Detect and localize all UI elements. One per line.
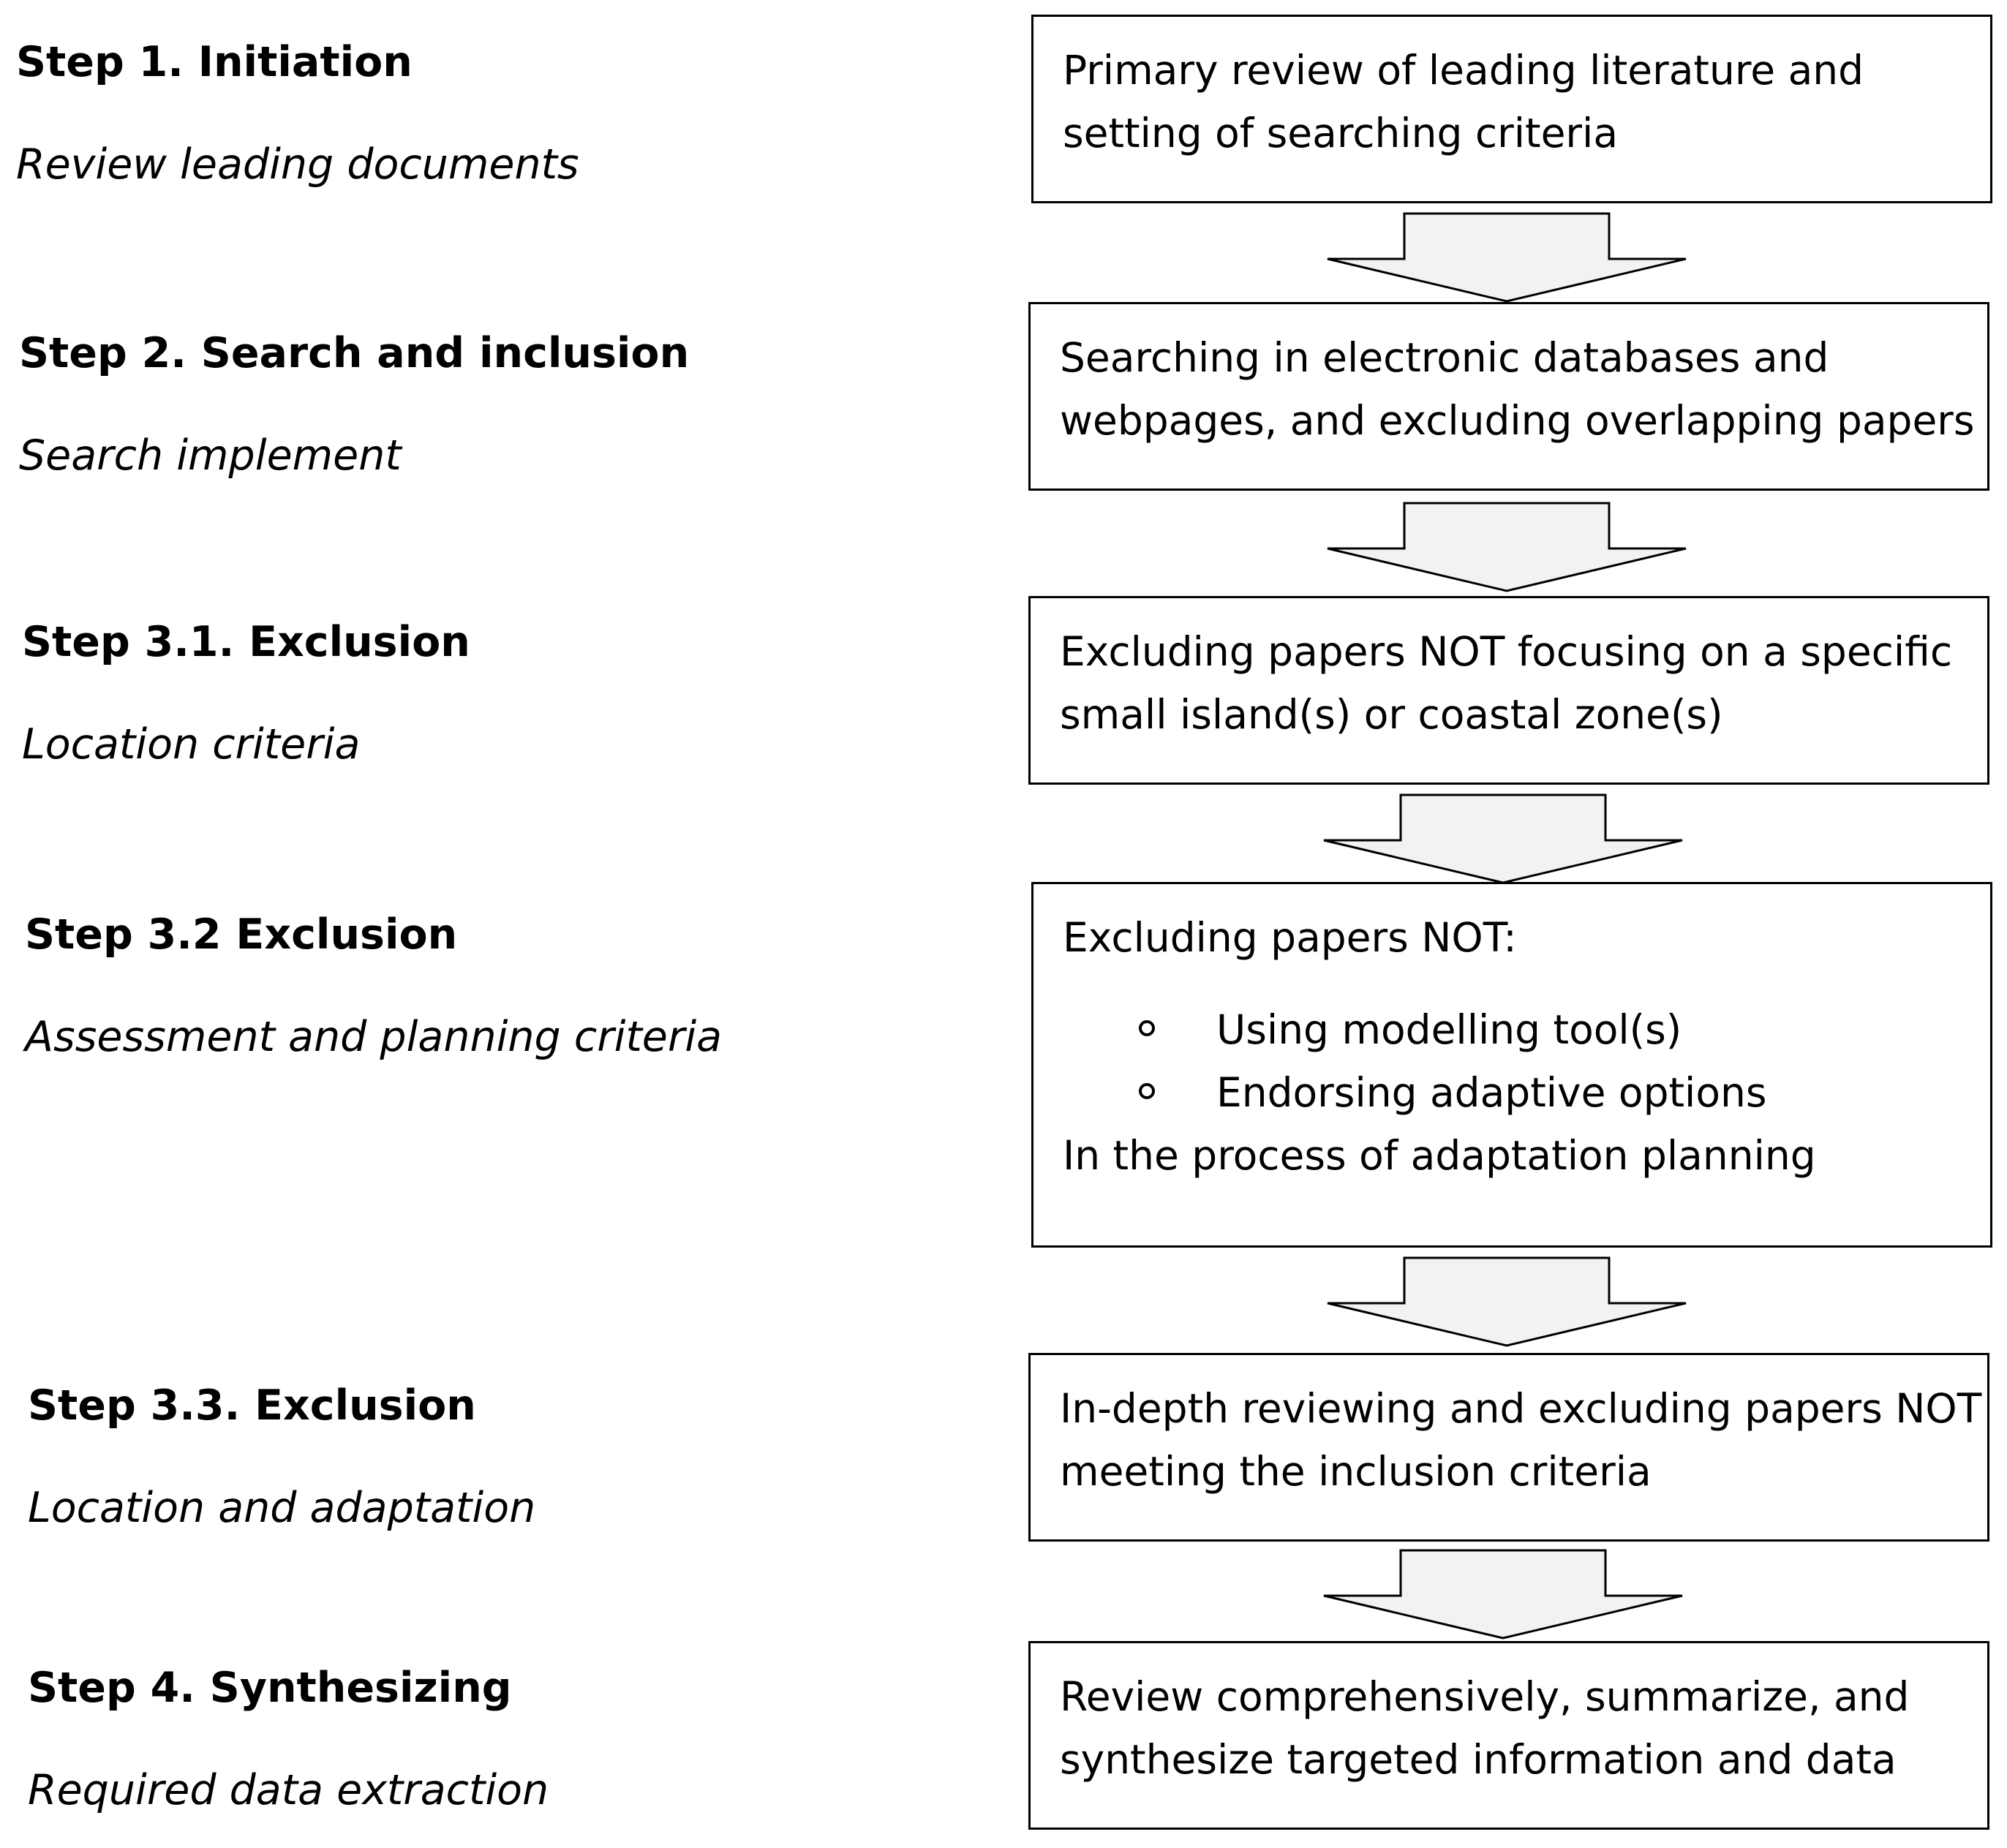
down-arrow-icon: [1327, 502, 1687, 592]
step-1-title: Step 1. Initiation: [16, 38, 413, 86]
process-box-6: Review comprehensively, summarize, and s…: [1028, 1641, 1989, 1830]
box-intro-text: Excluding papers NOT:: [1063, 914, 1517, 961]
box-text-line: Review comprehensively, summarize, and: [1060, 1673, 1910, 1720]
step-3-2-title: Step 3.2 Exclusion: [25, 910, 458, 959]
step-4-subtitle: Required data extraction: [28, 1766, 549, 1814]
step-2-title: Step 2. Search and inclusion: [19, 329, 690, 377]
process-box-3: Excluding papers NOT focusing on a speci…: [1028, 596, 1989, 785]
step-4-title: Step 4. Synthesizing: [28, 1664, 512, 1712]
box-outro-text: In the process of adaptation planning: [1063, 1132, 1816, 1179]
step-3-3-title: Step 3.3. Exclusion: [28, 1381, 476, 1430]
down-arrow-icon: [1323, 793, 1683, 884]
down-arrow-icon: [1327, 1256, 1687, 1347]
criteria-item-label: Endorsing adaptive options: [1216, 1069, 1767, 1116]
box-text-line: setting of searching criteria: [1063, 110, 1619, 156]
box-text-line: In-depth reviewing and excluding papers …: [1060, 1385, 1982, 1432]
box-text-line: webpages, and excluding overlapping pape…: [1060, 397, 1975, 444]
step-3-3-subtitle: Location and adaptation: [28, 1484, 536, 1532]
process-box-5: In-depth reviewing and excluding papers …: [1028, 1353, 1989, 1542]
step-2-subtitle: Search implement: [19, 431, 402, 480]
box-text-line: small island(s) or coastal zone(s): [1060, 691, 1723, 738]
process-box-2: Searching in electronic databases and we…: [1028, 302, 1989, 491]
down-arrow-icon: [1327, 212, 1687, 303]
box-text-line: Excluding papers NOT focusing on a speci…: [1060, 628, 1953, 675]
box-text-line: Primary review of leading literature and: [1063, 47, 1864, 94]
step-3-2-subtitle: Assessment and planning criteria: [25, 1013, 723, 1061]
box-text-line: Searching in electronic databases and: [1060, 334, 1829, 381]
criteria-item: Using modelling tool(s): [1063, 998, 1964, 1061]
criteria-item: Endorsing adaptive options: [1063, 1061, 1964, 1124]
down-arrow-icon: [1323, 1549, 1683, 1640]
step-3-1-title: Step 3.1. Exclusion: [22, 618, 470, 666]
box-text-line: meeting the inclusion criteria: [1060, 1448, 1652, 1495]
box-text-line: synthesize targeted information and data: [1060, 1736, 1897, 1783]
criteria-list: Using modelling tool(s) Endorsing adapti…: [1063, 998, 1964, 1124]
process-box-4: Excluding papers NOT: Using modelling to…: [1031, 882, 1992, 1248]
step-3-1-subtitle: Location criteria: [22, 720, 361, 769]
process-box-1: Primary review of leading literature and…: [1031, 15, 1992, 203]
circle-bullet-icon: [1139, 1083, 1155, 1099]
step-1-subtitle: Review leading documents: [16, 140, 579, 189]
circle-bullet-icon: [1139, 1020, 1155, 1036]
criteria-item-label: Using modelling tool(s): [1216, 1006, 1682, 1053]
